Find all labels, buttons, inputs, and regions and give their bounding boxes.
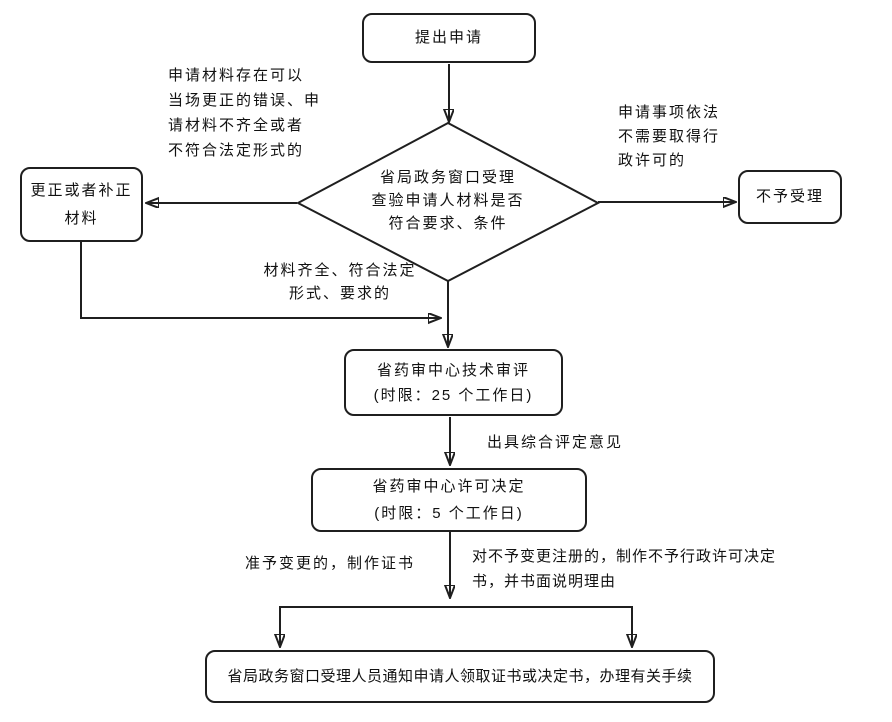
annotation-materials-complete: 材料齐全、符合法定 形式、要求的 xyxy=(263,262,417,302)
annotation-no-permit-needed: 申请事项依法 不需要取得行 政许可的 xyxy=(618,104,721,169)
node-start: 提出申请 xyxy=(362,13,536,63)
connector-correct-to-main xyxy=(80,242,440,318)
annotation-rejected-change: 对不予变更注册的，制作不予行政许可决定 书，并书面说明理由 xyxy=(472,548,777,590)
node-tech-review: 省药审中心技术审评 (时限：25 个工作日) xyxy=(344,349,563,416)
annotation-correctable-error: 申请材料存在可以 当场更正的错误、申 请材料不齐全或者 不符合法定形式的 xyxy=(168,67,322,159)
node-decision-label: 省局政务窗口受理 查验申请人材料是否 符合要求、条件 xyxy=(371,169,525,232)
node-reject: 不予受理 xyxy=(738,170,842,224)
annotation-evaluation-opinion: 出具综合评定意见 xyxy=(487,434,624,451)
node-correct-materials: 更正或者补正 材料 xyxy=(20,167,143,242)
annotation-approved-change: 准予变更的，制作证书 xyxy=(245,555,416,572)
node-license-decision: 省药审中心许可决定 (时限：5 个工作日) xyxy=(311,468,587,532)
node-notify-applicant: 省局政务窗口受理人员通知申请人领取证书或决定书，办理有关手续 xyxy=(205,650,715,703)
